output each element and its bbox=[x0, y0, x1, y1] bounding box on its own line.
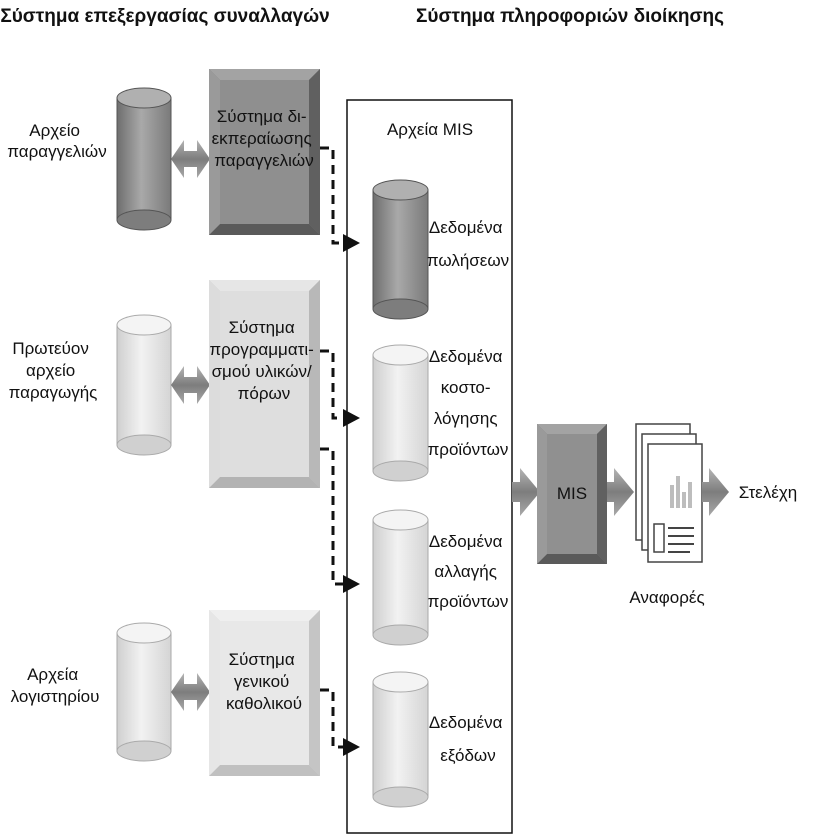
product-change-data-cylinder-icon bbox=[372, 509, 429, 646]
mis-file-label-product-change: Δεδομένα αλλαγής προϊόντων bbox=[428, 532, 509, 611]
system-label-mrp: Σύστημα προγραμματι- σμού υλικών/ πόρων bbox=[209, 318, 318, 403]
right-arrow-icon bbox=[607, 468, 634, 516]
bidirectional-arrow-icon bbox=[171, 673, 210, 711]
system-label-order-processing: Σύστημα δι- εκπεραίωσης παραγγελιών bbox=[212, 107, 317, 170]
mis-file-label-sales: Δεδομένα πωλήσεων bbox=[427, 218, 509, 270]
system-box-order-processing bbox=[209, 69, 320, 235]
left-file-label-accounting: Αρχεία λογιστηρίου bbox=[11, 665, 100, 706]
system-box-general-ledger bbox=[209, 610, 320, 776]
reports-document-stack-icon bbox=[635, 423, 703, 563]
left-file-label-orders: Αρχείο παραγγελιών bbox=[7, 121, 106, 161]
orders-database-icon bbox=[116, 87, 172, 231]
dashed-connectors bbox=[320, 146, 360, 756]
production-database-icon bbox=[116, 314, 172, 456]
left-file-label-production: Πρωτεύον αρχείο παραγωγής bbox=[9, 339, 98, 402]
accounting-database-icon bbox=[116, 622, 172, 762]
sales-data-cylinder-icon bbox=[372, 179, 429, 320]
mis-file-label-costing: Δεδομένα κοστο- λόγησης προϊόντων bbox=[428, 347, 509, 459]
mis-file-label-expenses: Δεδομένα εξόδων bbox=[429, 713, 507, 765]
bidirectional-arrow-icon bbox=[171, 366, 210, 404]
tps-header: Σύστημα επεξεργασίας συναλλαγών bbox=[0, 6, 329, 27]
system-box-mrp bbox=[209, 280, 320, 488]
costing-data-cylinder-icon bbox=[372, 344, 429, 482]
reports-label: Αναφορές bbox=[629, 588, 704, 607]
bidirectional-arrow-icon bbox=[171, 140, 210, 178]
expenses-data-cylinder-icon bbox=[372, 671, 429, 808]
right-arrow-icon bbox=[702, 468, 729, 516]
mis-system-box bbox=[537, 424, 607, 564]
mis-box-label: MIS bbox=[557, 484, 587, 503]
right-arrow-icon bbox=[512, 468, 540, 516]
mis-files-title: Αρχεία MIS bbox=[387, 120, 473, 139]
mis-header: Σύστημα πληροφοριών διοίκησης bbox=[416, 6, 724, 27]
executives-label: Στελέχη bbox=[739, 483, 797, 502]
system-label-general-ledger: Σύστημα γενικού καθολικού bbox=[226, 650, 302, 713]
